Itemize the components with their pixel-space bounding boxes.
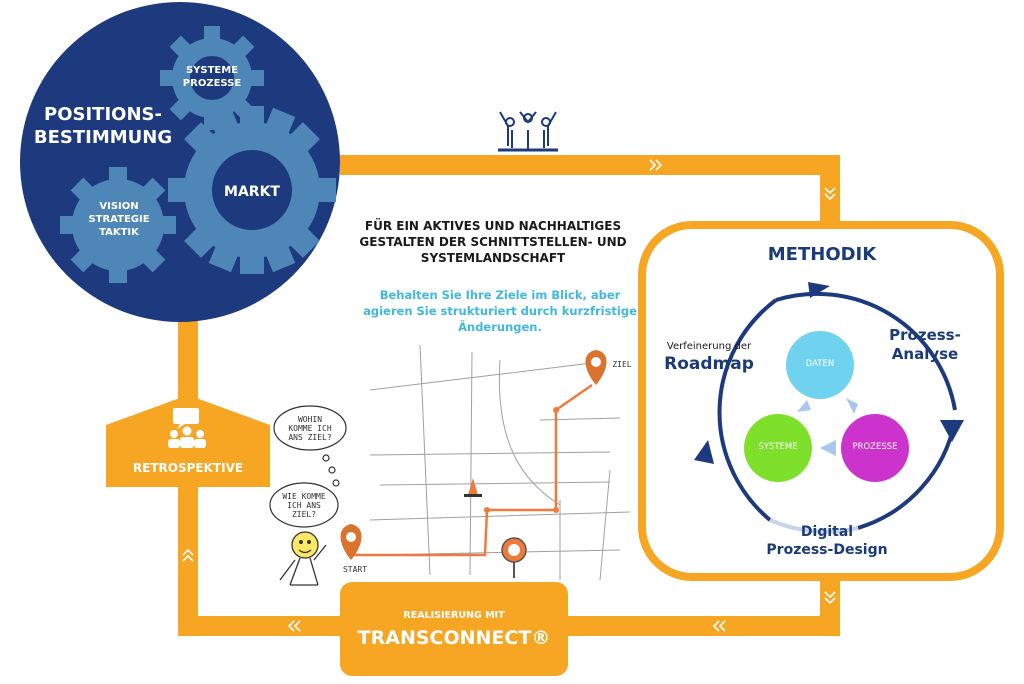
map-pin-icon (585, 350, 607, 385)
map-pin-icon (340, 524, 362, 560)
prozess-analyse-label: Prozess- Analyse (889, 326, 961, 363)
positions-title: POSITIONS- BESTIMMUNG (33, 104, 173, 148)
route-path (350, 383, 593, 557)
bubble-text-1: WOHIN KOMME ICH ANS ZIEL? (288, 415, 332, 442)
roadmap-label: Roadmap (664, 354, 754, 374)
systeme-label: SYSTEME (758, 442, 798, 452)
methodik-box (638, 221, 1004, 581)
stick-figure-icon (279, 531, 327, 586)
systeme-circle (744, 414, 812, 482)
daten-circle (786, 331, 854, 399)
gear-label-markt: MARKT (224, 184, 280, 200)
prozesse-circle (841, 414, 909, 482)
street-map (369, 344, 631, 581)
verfeinerung-label: Verfeinerung der (666, 341, 752, 352)
ziel-label: ZIEL (612, 360, 632, 369)
start-label: START (342, 565, 368, 574)
methodik-title: METHODIK (767, 244, 877, 265)
cycle-arrowheads (694, 282, 964, 464)
track-chevrons (182, 159, 836, 632)
digital-design-label: Digital Prozess-Design (766, 524, 888, 558)
team-icon (498, 111, 558, 152)
map-pin-icon (501, 537, 527, 578)
gear-label-systeme: SYSTEME PROZESSE (182, 65, 242, 89)
bubble-text-2: WIE KOMME ICH ANS ZIEL? (282, 492, 326, 519)
thought-bubbles (269, 405, 347, 528)
gear-icon (60, 26, 336, 283)
transconnect-label: TRANSCONNECT® (357, 627, 551, 649)
realisierung-small: REALISIERUNG MIT (403, 610, 505, 621)
center-subline: Behalten Sie Ihre Ziele im Blick, aber a… (363, 288, 637, 334)
realisierung-box (340, 582, 568, 676)
traffic-cone-icon (464, 478, 482, 497)
small-arrows (797, 398, 858, 456)
retro-label: RETROSPEKTIVE (132, 461, 244, 475)
daten-label: DATEN (805, 359, 835, 369)
gear-label-vision: VISION STRATEGIE TAKTIK (88, 201, 150, 238)
prozesse-label: PROZESSE (852, 442, 898, 452)
meeting-icon (168, 408, 206, 448)
center-headline: FÜR EIN AKTIVES UND NACHHALTIGES GESTALT… (359, 219, 627, 265)
